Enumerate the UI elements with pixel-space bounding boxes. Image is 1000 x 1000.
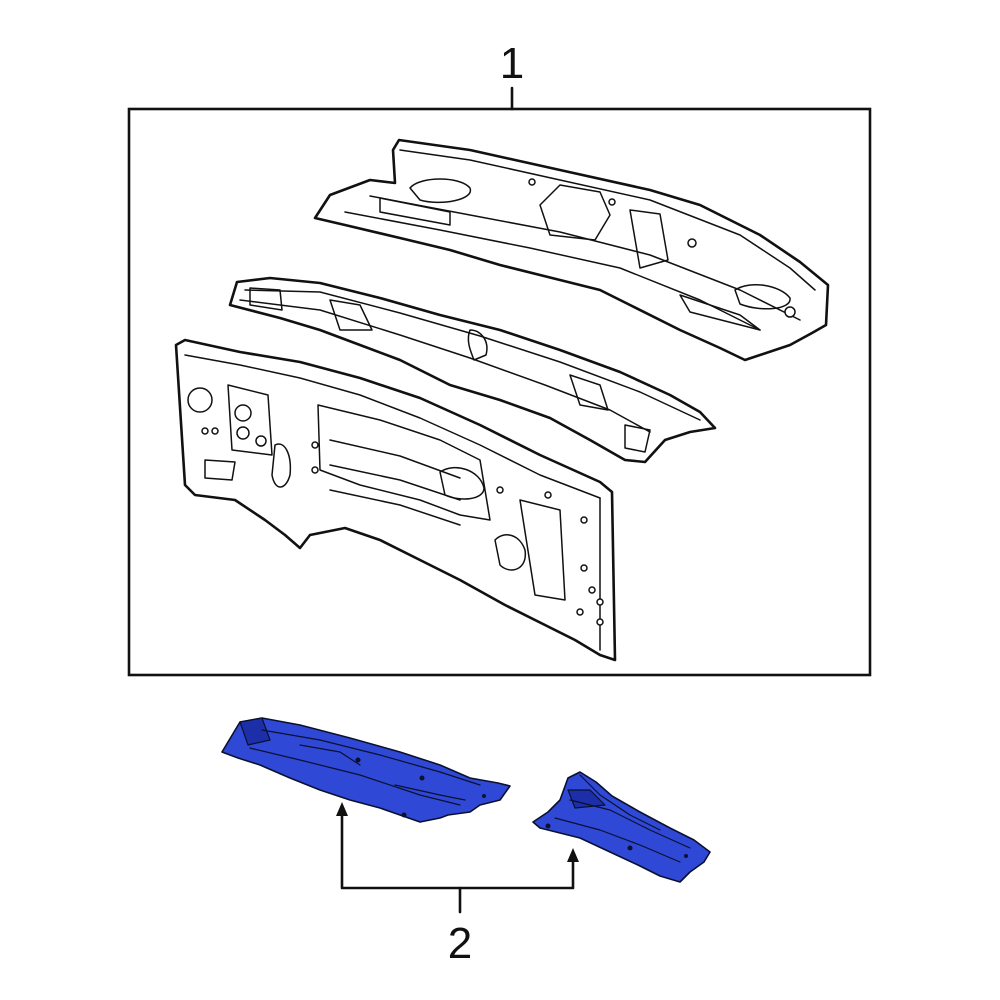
callout-2-leader <box>336 802 579 914</box>
dash-panel-upper <box>313 138 830 362</box>
cowl-panel-middle <box>228 276 717 464</box>
part-1-box <box>127 107 872 677</box>
part-2-right-cowl <box>532 771 711 883</box>
callout-2-label: 2 <box>448 919 472 968</box>
callout-1-label: 1 <box>500 39 524 88</box>
dash-panel-lower <box>174 338 617 662</box>
part-2-left-cowl <box>221 717 511 823</box>
